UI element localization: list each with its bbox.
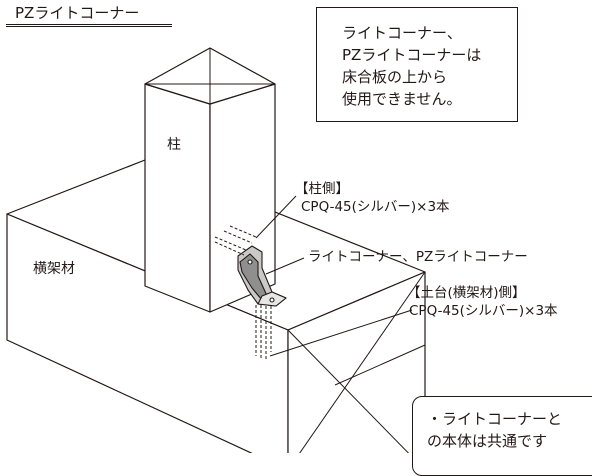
note-line: PZライトコーナーは xyxy=(342,46,482,64)
note-line: 使用できません。 xyxy=(342,90,462,108)
pillar-side-heading: 【柱側】 xyxy=(295,181,349,197)
bottom-note-box: ・ライトコーナーと の本体は共通です xyxy=(412,396,592,476)
beam-end-cross-line xyxy=(287,329,410,453)
bottom-note-line: ・ライトコーナーと xyxy=(427,410,563,428)
pillar-side-screw-spec: CPQ-45(シルバー)×3本 xyxy=(301,199,450,215)
warning-note-box: ライトコーナー、 PZライトコーナーは 床合板の上から 使用できません。 xyxy=(316,7,518,122)
isometric-drawing xyxy=(6,47,426,453)
corner-bracket xyxy=(237,245,287,307)
base-side-heading: 【土台(横架材)側】 xyxy=(407,285,526,301)
note-line: ライトコーナー、 xyxy=(342,24,462,42)
beam-label: 横架材 xyxy=(33,261,75,277)
beam-end-cross-line xyxy=(299,271,426,453)
beam-screws xyxy=(255,305,272,360)
leader-base-side xyxy=(269,309,413,357)
base-side-screw-spec: CPQ-45(シルバー)×3本 xyxy=(409,303,558,319)
diagram-canvas: PZライトコーナー ライトコーナー、 PZライトコーナーは 床合板の上から 使用… xyxy=(6,3,592,476)
leader-product xyxy=(265,257,305,275)
bottom-note-line: の本体は共通です xyxy=(427,432,548,450)
leader-pillar-side xyxy=(255,195,297,239)
note-line: 床合板の上から xyxy=(342,68,448,86)
pillar-screws xyxy=(214,225,257,256)
page-title: PZライトコーナー xyxy=(6,3,172,27)
pillar-left-face xyxy=(144,83,211,313)
product-label: ライトコーナー、PZライトコーナー xyxy=(308,249,528,265)
pillar-label: 柱 xyxy=(167,137,181,153)
beam-end-inner-line xyxy=(334,344,426,386)
